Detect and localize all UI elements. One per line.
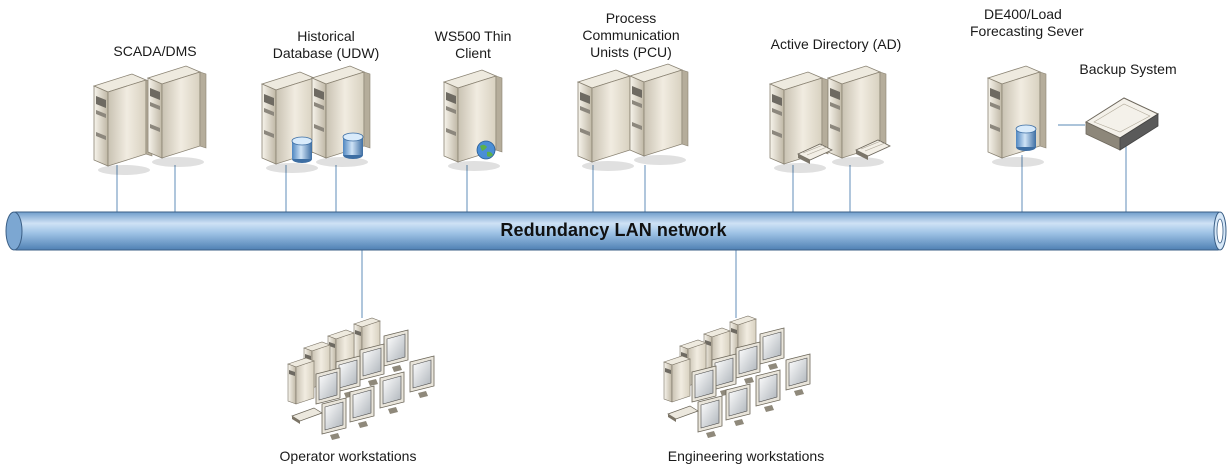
label-line: DE400/Load — [984, 6, 1062, 22]
label-line: Process — [605, 10, 657, 26]
pcu-server-pair-icon — [577, 63, 689, 172]
engineering-workstation-cluster-icon — [664, 316, 810, 438]
network-bus-label: Redundancy LAN network — [500, 220, 727, 240]
label-line: SCADA/DMS — [113, 43, 197, 59]
label-line: Historical — [297, 28, 355, 44]
label-line: Backup System — [1079, 61, 1177, 77]
backup-system-label: Backup System — [1068, 61, 1188, 78]
network-bus — [5, 211, 1227, 251]
label-line: Active Directory (AD) — [770, 36, 902, 52]
label-line: Client — [455, 45, 491, 61]
operator-workstation-cluster-icon — [288, 318, 434, 440]
de400-label: DE400/Load Forecasting Sever — [970, 6, 1110, 40]
de400-database-server-icon — [987, 65, 1047, 168]
backup-device-icon — [1084, 97, 1160, 151]
label-line: WS500 Thin — [434, 28, 512, 44]
ws500-label: WS500 Thin Client — [418, 28, 528, 62]
pcu-label: Process Communication Unists (PCU) — [566, 10, 696, 61]
scada-label: SCADA/DMS — [80, 43, 230, 60]
label-line: Forecasting Sever — [970, 23, 1084, 39]
uplinks — [116, 124, 1127, 318]
ws500-web-server-icon — [443, 69, 503, 172]
active-directory-label: Active Directory (AD) — [746, 36, 926, 53]
operator-workstations-label: Operator workstations — [279, 448, 417, 464]
label-line: Communication — [582, 27, 680, 43]
label-line: Database (UDW) — [272, 45, 380, 61]
scada-server-pair-icon — [93, 65, 207, 176]
label-line: Unists (PCU) — [590, 44, 672, 60]
historical-database-server-pair-icon — [261, 65, 371, 174]
historical-database-label: Historical Database (UDW) — [246, 28, 406, 62]
engineering-workstations-label: Engineering workstations — [667, 448, 825, 464]
active-directory-server-pair-icon — [769, 65, 891, 174]
